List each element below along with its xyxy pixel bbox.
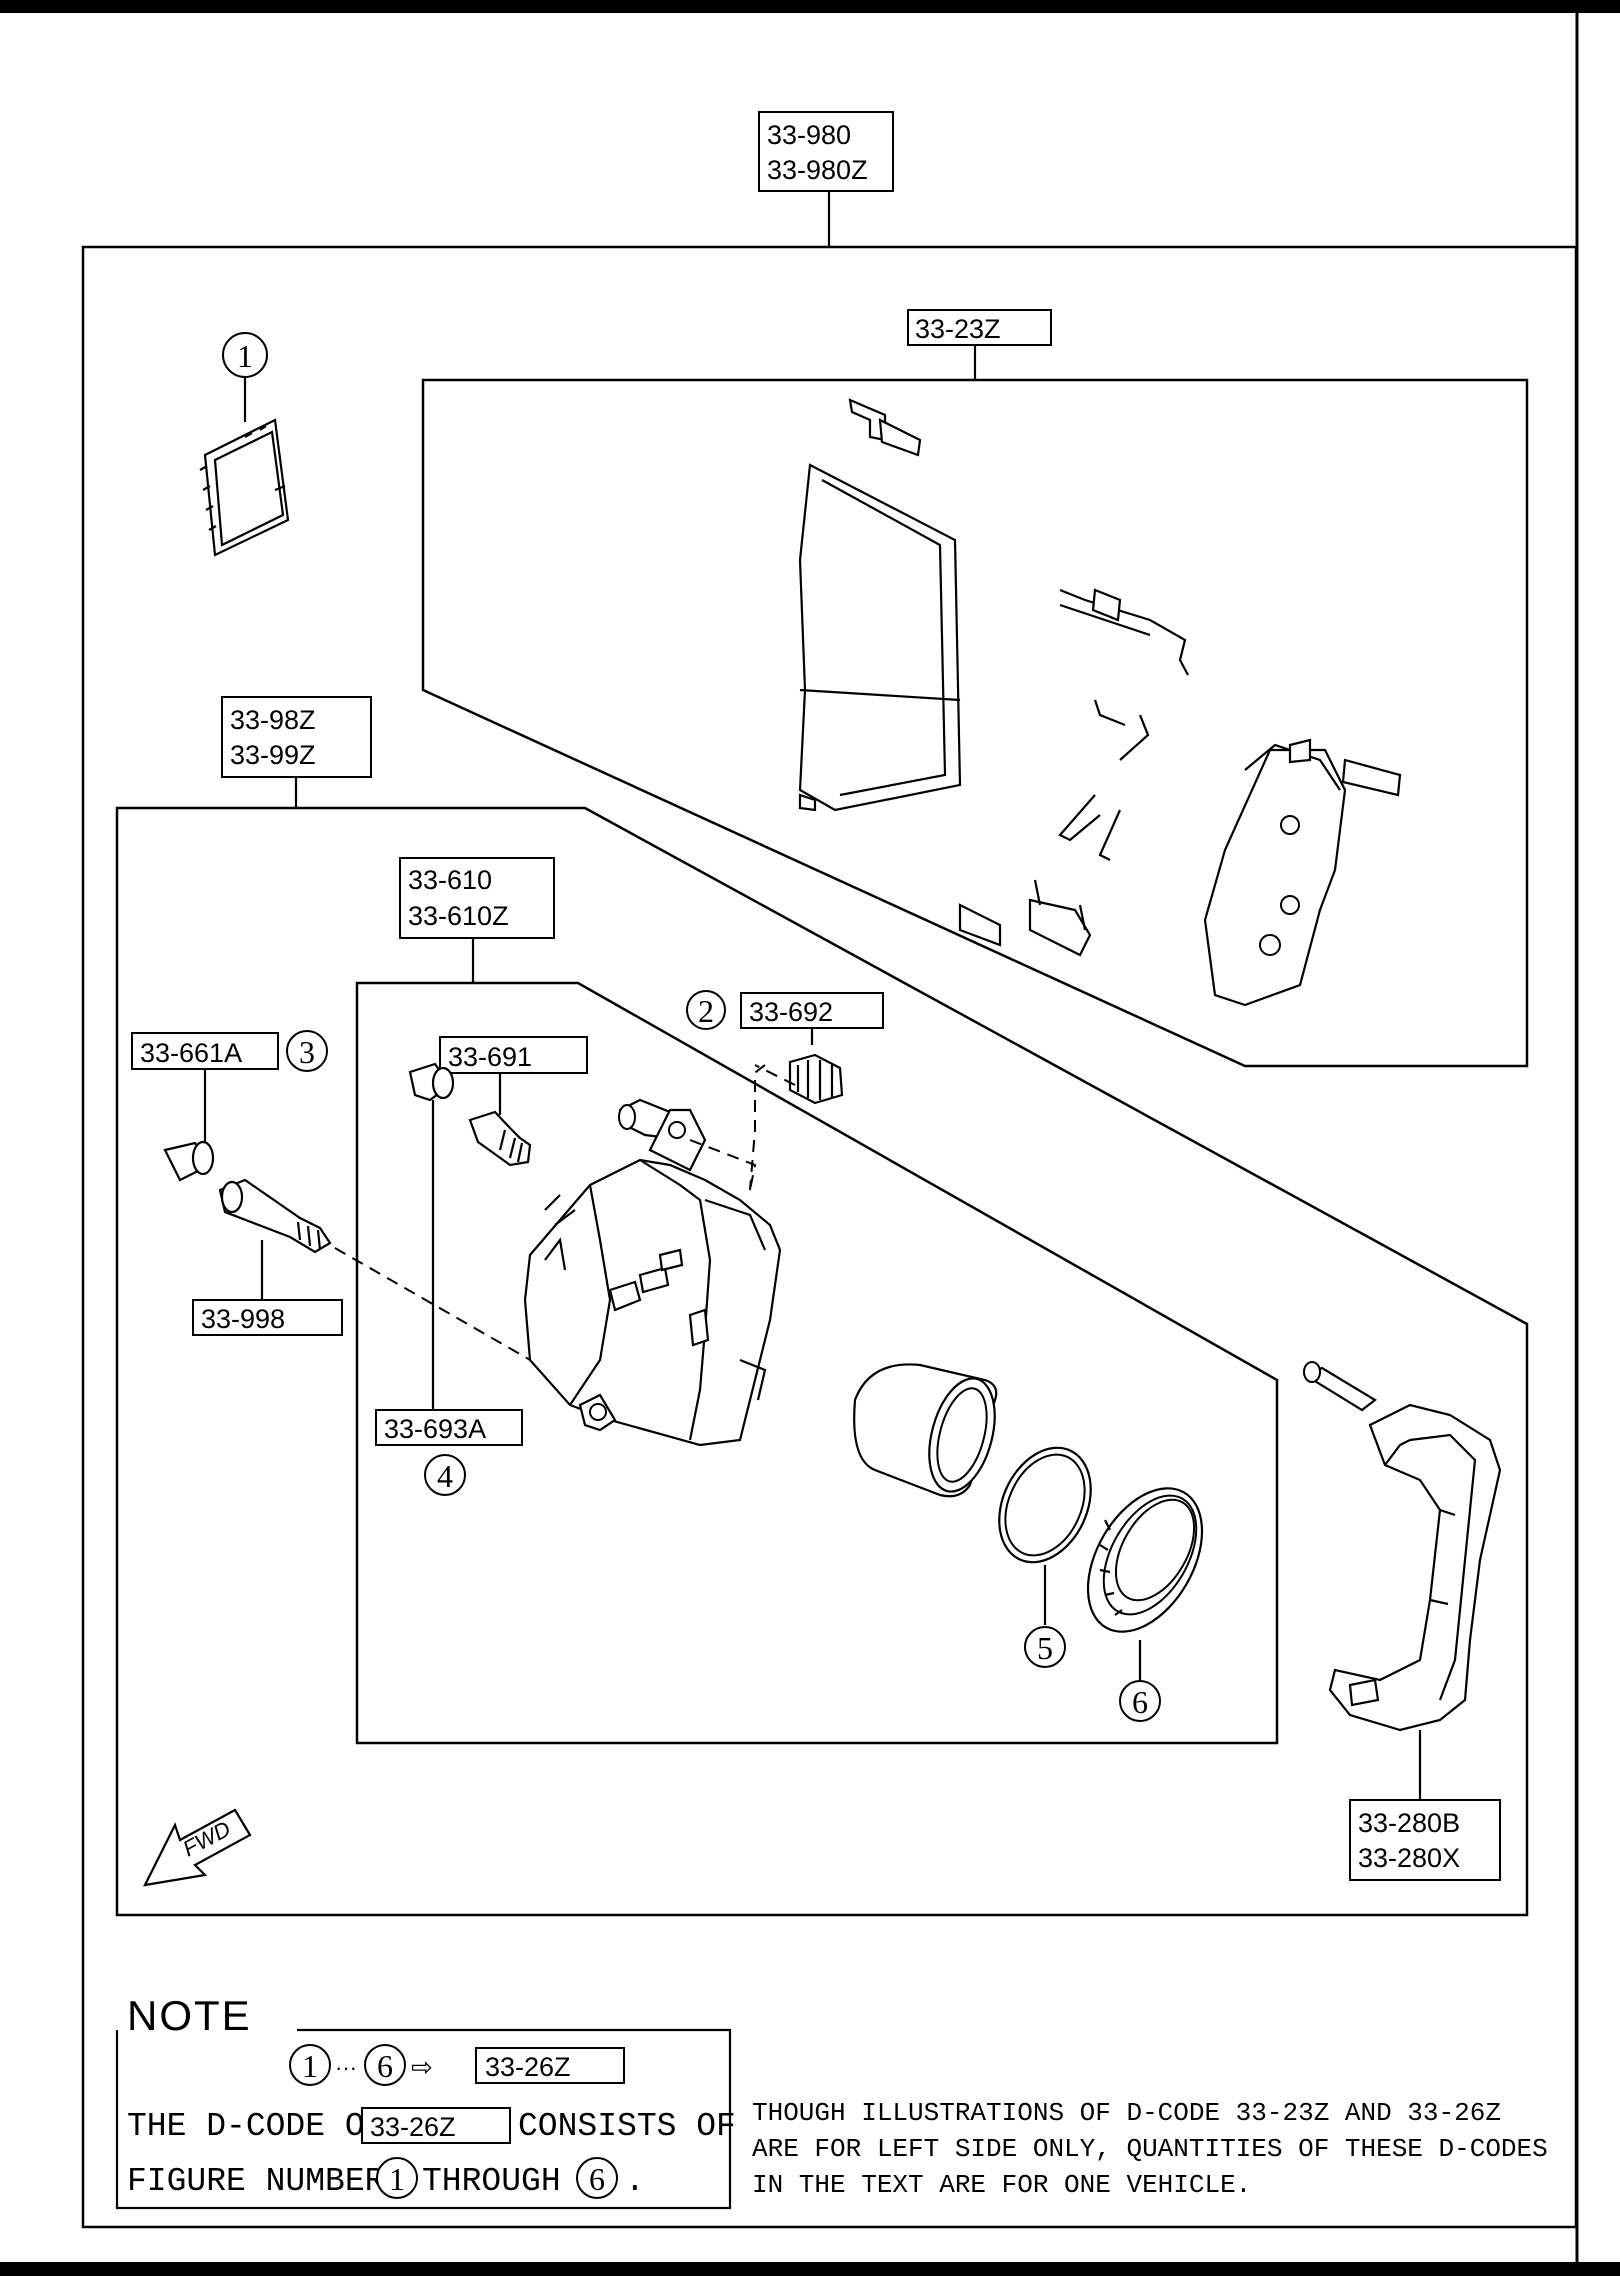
svg-text:33-693A: 33-693A: [384, 1414, 486, 1444]
caliper-assy-frame: [115, 806, 1529, 1917]
piston-part: [853, 1363, 998, 1498]
svg-text:5: 5: [1037, 1630, 1053, 1666]
label-caliper-body[interactable]: 33-610 33-610Z: [399, 857, 555, 939]
note-figure-1b: [376, 2157, 418, 2199]
svg-text:2: 2: [698, 993, 714, 1029]
svg-text:33-99Z: 33-99Z: [230, 740, 316, 770]
bottom-rule: [0, 2262, 1620, 2276]
caliper-body-part: [523, 1098, 782, 1447]
mounting-support-part: [1302, 1361, 1502, 1732]
side-note-line-3: IN THE TEXT ARE FOR ONE VEHICLE.: [752, 2170, 1251, 2200]
label-mounting-support[interactable]: 33-280B 33-280X: [1349, 1799, 1501, 1881]
side-note-line-1: THOUGH ILLUSTRATIONS OF D-CODE 33-23Z AN…: [752, 2098, 1501, 2128]
figure-number-1: 1: [222, 332, 268, 378]
label-pad-set[interactable]: 33-23Z: [907, 309, 1052, 346]
label-caliper-assy[interactable]: 33-98Z 33-99Z: [221, 696, 372, 778]
svg-text:33-661A: 33-661A: [140, 1038, 242, 1068]
dash-bleeder-to-body: [689, 1139, 757, 1191]
svg-text:1: 1: [389, 2161, 405, 2197]
figure-number-4: 4: [424, 1454, 466, 1496]
guide-pin-part: [218, 1178, 332, 1254]
dust-boot-part: [1086, 1487, 1204, 1633]
pad-set-frame: [421, 378, 1529, 1068]
figure-number-6: 6: [1119, 1680, 1161, 1722]
dash-bleeder: [749, 1064, 796, 1191]
fwd-direction-arrow: FWD: [143, 1808, 252, 1887]
svg-text:33-980Z: 33-980Z: [767, 155, 868, 185]
label-bleeder-screw[interactable]: 33-691: [439, 1036, 588, 1074]
figure-number-2: 2: [686, 990, 726, 1030]
svg-text:⇨: ⇨: [411, 2053, 433, 2083]
figure-number-5: 5: [1024, 1626, 1066, 1668]
svg-text:33-280X: 33-280X: [1358, 1843, 1460, 1873]
svg-text:33-26Z: 33-26Z: [485, 2052, 571, 2082]
pad-clips: [958, 588, 1189, 957]
note-figure-6: [364, 2044, 406, 2086]
svg-text:33-610Z: 33-610Z: [408, 901, 509, 931]
svg-text:33-998: 33-998: [201, 1304, 285, 1334]
svg-text:4: 4: [437, 1458, 453, 1494]
note-frame: [115, 2028, 732, 2210]
bleeder-cap-part: [788, 1053, 844, 1105]
svg-text:3: 3: [299, 1034, 315, 1070]
svg-text:33-280B: 33-280B: [1358, 1808, 1460, 1838]
top-rule: [0, 0, 1620, 13]
note-line-2-suffix: CONSISTS OF: [518, 2108, 736, 2145]
side-note-line-2: ARE FOR LEFT SIDE ONLY, QUANTITIES OF TH…: [752, 2134, 1548, 2164]
svg-text:6: 6: [1132, 1684, 1148, 1720]
label-boot[interactable]: 33-693A: [375, 1409, 523, 1446]
piston-seal-part: [998, 1446, 1092, 1564]
boot-cap-part: [408, 1062, 455, 1102]
note-figure-1: [289, 2044, 331, 2086]
label-bleeder-cap[interactable]: 33-692: [740, 992, 884, 1029]
inner-brake-pad: [798, 398, 962, 812]
shim-part: [199, 418, 290, 557]
svg-text:33-23Z: 33-23Z: [915, 314, 1001, 344]
figure-number-3: 3: [286, 1030, 328, 1072]
bleeder-screw-part: [468, 1110, 532, 1167]
dash-guide-pin: [334, 1247, 601, 1401]
svg-text:1: 1: [237, 338, 253, 374]
guide-pin-boot-part: [163, 1140, 215, 1182]
caliper-body-frame: [355, 981, 1279, 1745]
note-line-3-mid: THROUGH: [422, 2163, 561, 2200]
svg-text:33-26Z: 33-26Z: [370, 2112, 456, 2142]
svg-text:33-692: 33-692: [749, 997, 833, 1027]
note-line-3-prefix: FIGURE NUMBERS: [127, 2163, 404, 2200]
note-code-box-2: [361, 2107, 511, 2144]
svg-text:33-610: 33-610: [408, 865, 492, 895]
svg-text:1: 1: [302, 2048, 318, 2084]
svg-text:6: 6: [377, 2048, 393, 2084]
note-title: NOTE: [127, 1992, 252, 2039]
svg-text:.: .: [625, 2163, 645, 2200]
svg-text:···: ···: [335, 2055, 357, 2080]
svg-text:33-98Z: 33-98Z: [230, 705, 316, 735]
note-section: NOTE 1 ··· 6 ⇨ 33-26Z THE D-CODE OF 33-2…: [115, 1992, 1548, 2210]
label-kit-top[interactable]: 33-980 33-980Z: [758, 111, 894, 192]
svg-text:6: 6: [589, 2161, 605, 2197]
svg-text:33-980: 33-980: [767, 120, 851, 150]
note-line-2-prefix: THE D-CODE OF: [127, 2108, 384, 2145]
label-guide-pin[interactable]: 33-998: [192, 1299, 343, 1336]
svg-text:33-691: 33-691: [448, 1042, 532, 1072]
outer-brake-pad: [1203, 738, 1402, 1007]
label-guide-pin-boot[interactable]: 33-661A: [131, 1032, 279, 1070]
note-figure-6b: [576, 2157, 618, 2199]
note-code-box-1: [475, 2047, 625, 2084]
